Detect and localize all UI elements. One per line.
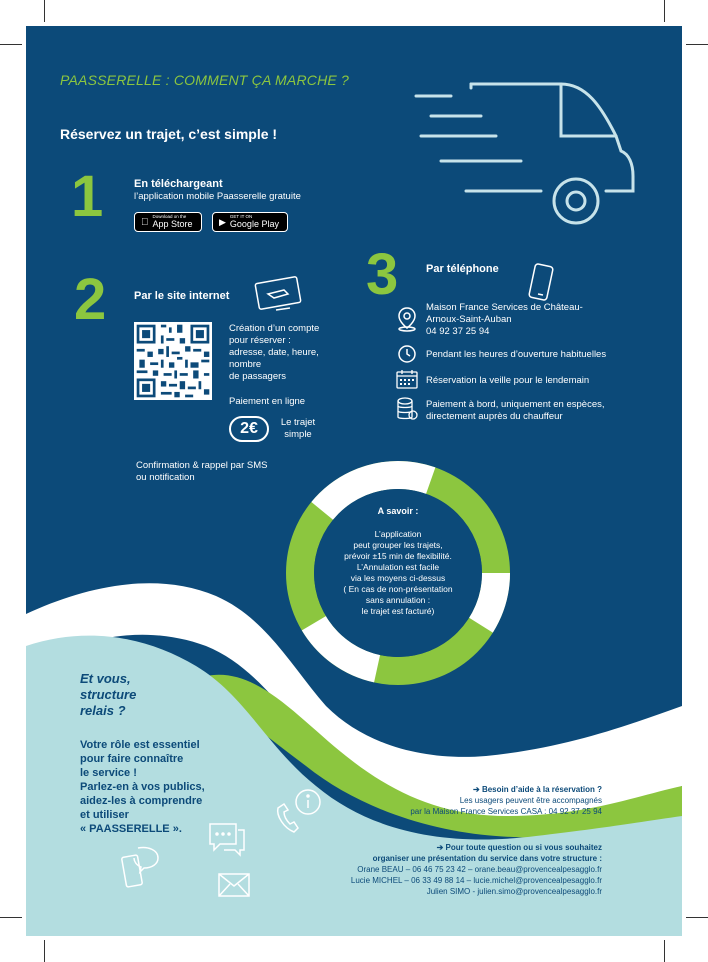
relais-title-line: Et vous, [80, 671, 131, 686]
phone-number: 04 92 37 25 94 [426, 326, 490, 337]
crop-mark [686, 917, 708, 918]
smartphone-icon [528, 263, 554, 301]
a-savoir-line: prévoir ±15 min de flexibilité. [344, 551, 452, 561]
relais-title: Et vous, structure relais ? [80, 671, 136, 719]
address-line: Arnoux-Saint-Auban [426, 314, 512, 325]
contact-orane[interactable]: Orane BEAU – 06 46 75 23 42 – orane.beau… [357, 865, 602, 874]
crop-mark [44, 940, 45, 962]
price-note-line: simple [284, 429, 312, 440]
relais-line: pour faire connaître [80, 753, 184, 765]
questions-heading: ➔ Pour toute question ou si vous souhait… [436, 843, 602, 852]
step-2-text: Création d’un compte pour réserver : adr… [229, 323, 319, 383]
payment-block: Paiement à bord, uniquement en espèces, … [426, 399, 605, 423]
van-icon [414, 82, 635, 225]
coins-icon [397, 397, 418, 420]
payment-line: Paiement à bord, uniquement en espèces, [426, 399, 605, 410]
help-line: par la Maison France Services CASA : 04 … [410, 807, 602, 816]
help-block: ➔ Besoin d’aide à la réservation ? Les u… [306, 784, 602, 817]
payment-label: Paiement en ligne [229, 396, 306, 407]
a-savoir-line: sans annulation : [365, 595, 431, 605]
step-1-number: 1 [71, 164, 104, 229]
page-title: PAASSERELLE : COMMENT ÇA MARCHE ? [60, 72, 349, 88]
app-store-label: App Store [145, 218, 193, 229]
relais-line: Parlez-en à vos publics, [80, 781, 205, 793]
qr-code[interactable] [134, 322, 212, 400]
questions-heading: organiser une présentation du service da… [372, 854, 602, 863]
page-subtitle: Réservez un trajet, c’est simple ! [60, 126, 278, 142]
apple-icon:  [141, 217, 149, 228]
payment-line: directement auprès du chauffeur [426, 411, 563, 422]
confirmation-text: Confirmation & rappel par SMS ou notific… [136, 460, 267, 484]
envelope-icon [218, 873, 250, 897]
relais-line: aidez-les à comprendre [80, 795, 203, 807]
price-note-line: Le trajet [280, 417, 316, 428]
help-heading: ➔ Besoin d’aide à la réservation ? [473, 785, 602, 794]
flyer-page: PAASSERELLE : COMMENT ÇA MARCHE ? Réserv… [26, 26, 682, 936]
crop-mark [0, 44, 22, 45]
crop-mark [44, 0, 45, 22]
crop-mark [0, 917, 22, 918]
relais-title-line: structure [80, 687, 137, 702]
calendar-icon [396, 370, 418, 389]
google-play-small-label: GET IT ON [229, 214, 253, 220]
price-badge: 2€ [229, 416, 269, 442]
address-line: Maison France Services de Château- [426, 302, 583, 313]
a-savoir-line: ( En cas de non-présentation [343, 584, 453, 594]
relais-text: Votre rôle est essentiel pour faire conn… [80, 738, 205, 836]
phone-chat-icon [121, 846, 159, 888]
contact-lucie[interactable]: Lucie MICHEL – 06 33 49 88 14 – lucie.mi… [350, 876, 602, 885]
background-waves [26, 583, 682, 936]
computer-icon [254, 276, 302, 311]
location-pin-icon [398, 307, 416, 332]
step-3-title: Par téléphone [426, 263, 499, 275]
a-savoir-line: le trajet est facturé) [361, 606, 435, 616]
step-2-line: de passagers [229, 371, 287, 382]
a-savoir-line: L’application [374, 529, 422, 539]
crop-mark [686, 44, 708, 45]
step-2-line: Création d’un compte [229, 323, 320, 334]
a-savoir-ring [286, 461, 510, 685]
relais-line: le service ! [80, 767, 137, 779]
step-2-line: adresse, date, heure, [229, 347, 319, 358]
a-savoir-title: A savoir : [377, 506, 419, 516]
crop-mark [664, 940, 665, 962]
relais-line: « PAASSERELLE ». [80, 823, 182, 835]
a-savoir-line: L’Annulation est facile [356, 562, 440, 572]
play-icon: ▶ [219, 216, 226, 227]
price-note: Le trajet simple [276, 417, 320, 441]
relais-line: et utiliser [80, 809, 129, 821]
step-1-title: En téléchargeant [134, 178, 223, 190]
step-1-text: l’application mobile Paasserelle gratuit… [134, 191, 301, 202]
a-savoir-box: A savoir : L’application peut grouper le… [318, 506, 478, 617]
crop-mark [664, 0, 665, 22]
hours-text: Pendant les heures d’ouverture habituell… [426, 349, 607, 360]
step-2-line: nombre [229, 359, 262, 370]
relais-line: Votre rôle est essentiel [80, 739, 200, 751]
booking-text: Réservation la veille pour le lendemain [426, 375, 590, 386]
step-3-number: 3 [366, 242, 399, 307]
step-2-number: 2 [74, 267, 107, 332]
a-savoir-line: via les moyens ci-dessus [350, 573, 446, 583]
confirmation-line: ou notification [136, 472, 195, 483]
questions-block: ➔ Pour toute question ou si vous souhait… [246, 842, 602, 897]
chat-bubble-icon [209, 823, 245, 857]
clock-icon [398, 345, 416, 363]
help-line: Les usagers peuvent être accompagnés [459, 796, 602, 805]
app-store-small-label: Download on the [145, 214, 187, 220]
relais-title-line: relais ? [80, 703, 126, 718]
step-2-line: pour réserver : [229, 335, 291, 346]
contact-julien[interactable]: Julien SIMO - julien.simo@provencealpesa… [426, 887, 602, 896]
google-play-label: Google Play [229, 218, 279, 229]
confirmation-line: Confirmation & rappel par SMS [136, 460, 268, 471]
a-savoir-line: peut grouper les trajets, [353, 540, 443, 550]
address-block: Maison France Services de Château- Arnou… [426, 302, 583, 338]
info-call-icon [276, 789, 321, 833]
step-2-title: Par le site internet [134, 290, 230, 302]
